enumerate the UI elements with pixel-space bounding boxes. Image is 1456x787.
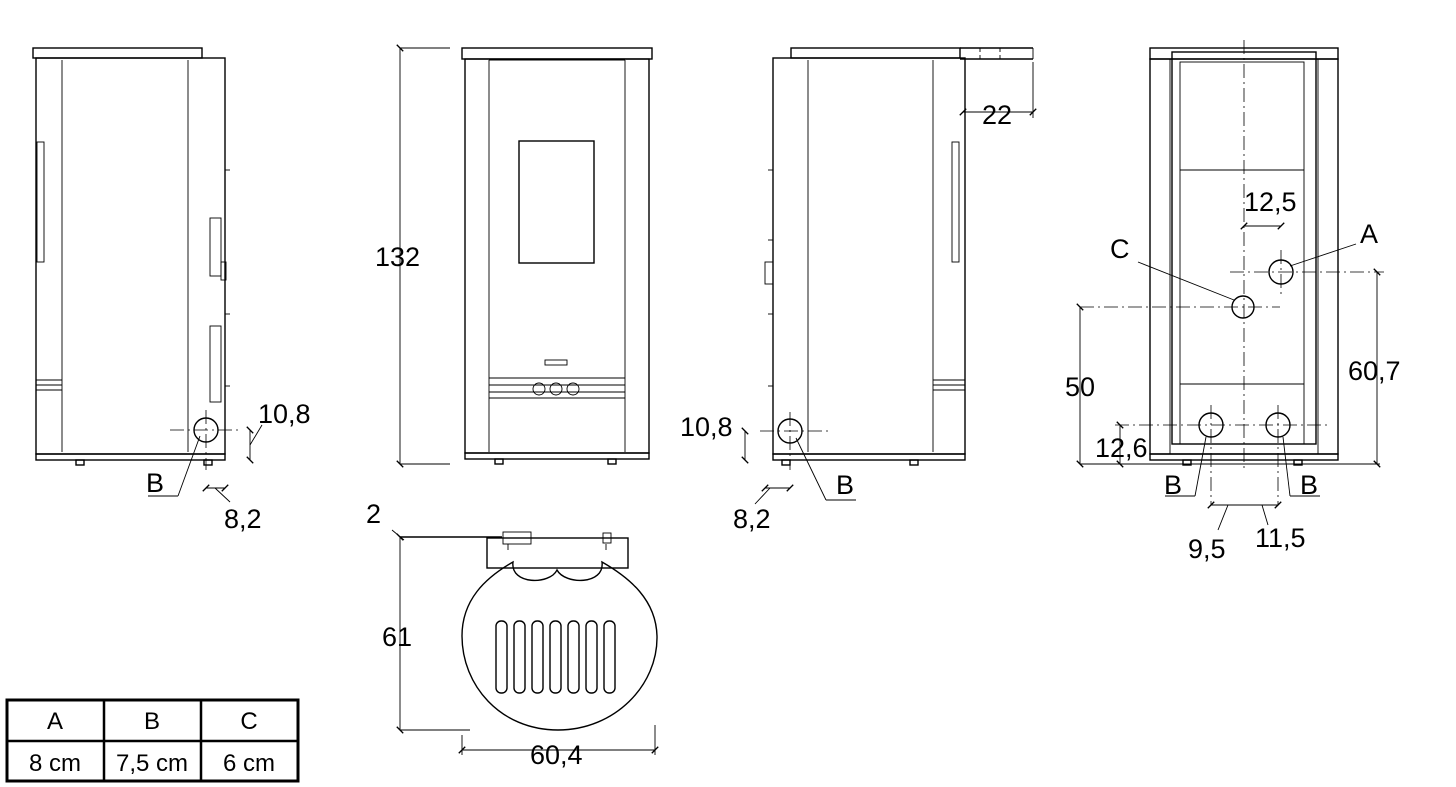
top-dim-depth: 61 xyxy=(382,622,412,652)
right-port-b-label: B xyxy=(836,470,854,500)
top-view: 61 2 60,4 xyxy=(366,499,659,770)
rear-port-a-label: A xyxy=(1360,219,1378,249)
legend-value-c: 6 cm xyxy=(223,750,275,777)
rear-dim-b-height: 12,6 xyxy=(1095,433,1148,463)
left-side-view: 10,8 8,2 B xyxy=(32,47,311,534)
left-dim-offset: 8,2 xyxy=(224,504,262,534)
rear-port-b-left-label: B xyxy=(1164,470,1182,500)
legend-value-a: 8 cm xyxy=(29,750,81,777)
rear-dim-a-height: 60,7 xyxy=(1348,356,1401,386)
right-dim-flue: 22 xyxy=(982,100,1012,130)
legend-header-a: A xyxy=(47,708,63,735)
legend-table: A B C 8 cm 7,5 cm 6 cm xyxy=(5,698,300,783)
legend-value-b: 7,5 cm xyxy=(116,750,188,777)
legend-header-b: B xyxy=(144,708,160,735)
right-dim-height: 10,8 xyxy=(680,412,733,442)
top-dim-width: 60,4 xyxy=(530,740,583,770)
rear-port-c-label: C xyxy=(1110,234,1130,264)
legend-header-c: C xyxy=(240,708,257,735)
right-side-view: 22 10,8 8,2 B xyxy=(680,47,1037,534)
rear-dim-c-height: 50 xyxy=(1065,372,1095,402)
left-port-b-label: B xyxy=(146,468,164,498)
rear-port-b-right-label: B xyxy=(1300,470,1318,500)
rear-dim-b-right: 11,5 xyxy=(1255,523,1306,553)
rear-dim-b-left: 9,5 xyxy=(1188,534,1226,564)
left-dim-height: 10,8 xyxy=(258,399,311,429)
front-view: 132 xyxy=(375,44,653,468)
front-dim-total-height: 132 xyxy=(375,242,420,272)
rear-dim-a-spacing: 12,5 xyxy=(1244,187,1297,217)
right-dim-offset: 8,2 xyxy=(733,504,771,534)
top-dim-gap: 2 xyxy=(366,499,381,529)
rear-view: 12,5 A C 50 60,7 12,6 B B 9,5 11,5 xyxy=(1065,40,1401,564)
